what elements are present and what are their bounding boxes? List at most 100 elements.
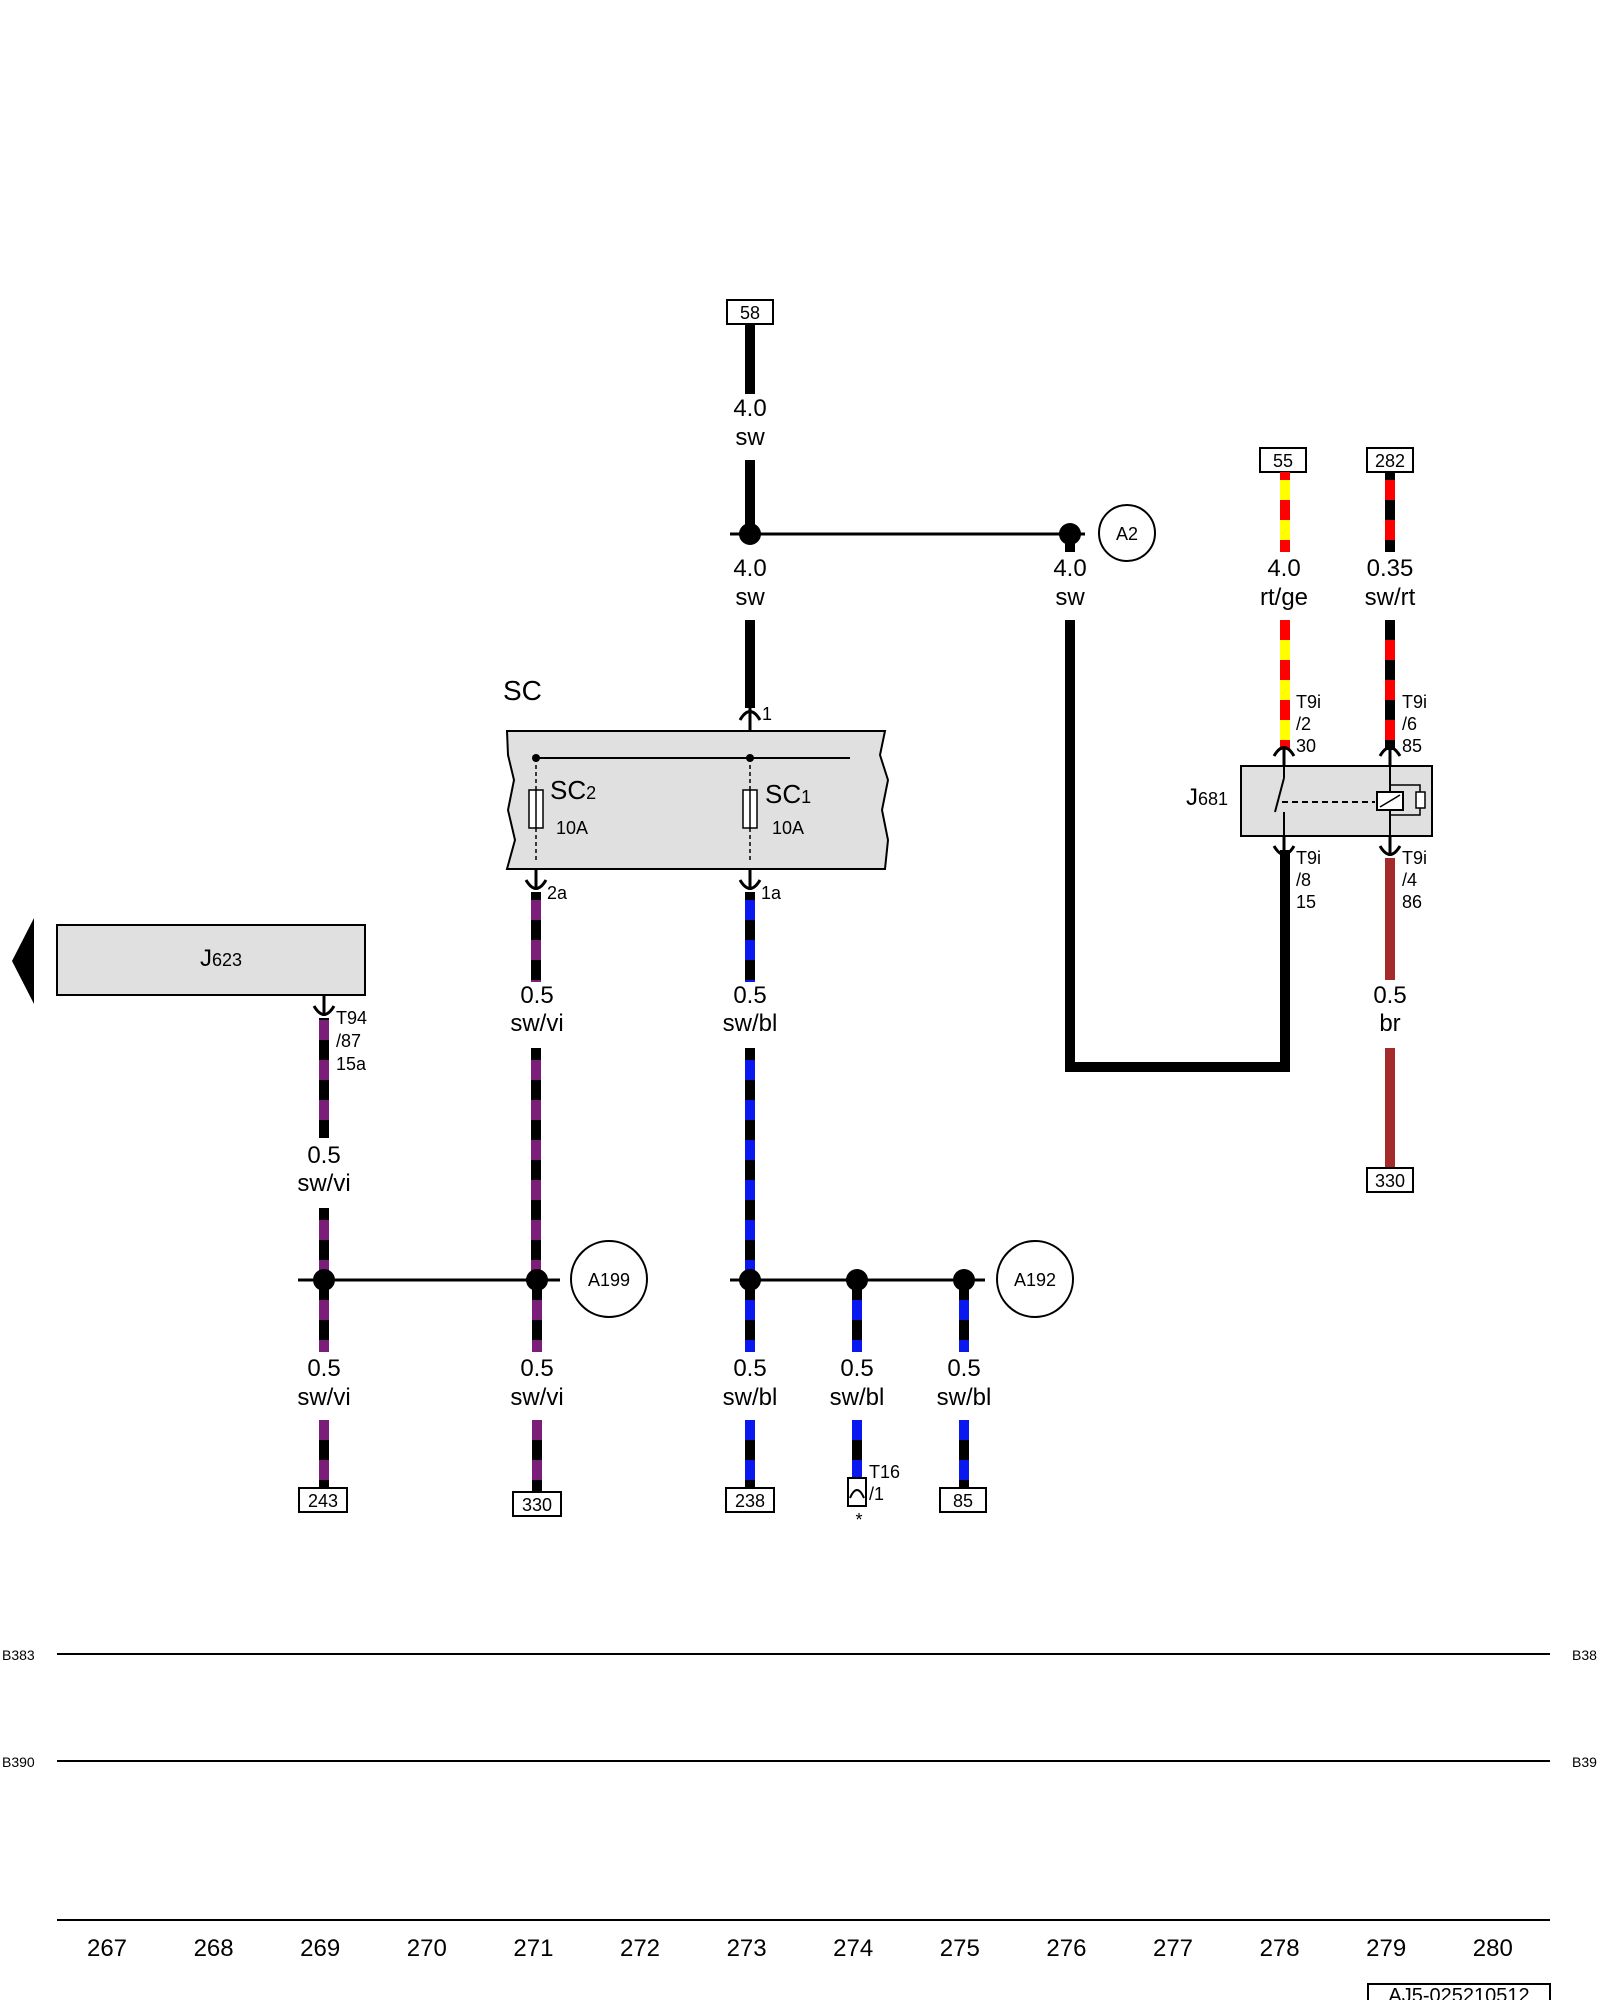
wire-j681-br-color: br: [1379, 1010, 1400, 1037]
branch-273-color: sw/bl: [723, 1384, 778, 1411]
branch-269-upper: [319, 1280, 329, 1352]
branch-274-color: sw/bl: [830, 1384, 885, 1411]
connection-a192: A192: [996, 1240, 1074, 1318]
ruler-column-278: 278: [1260, 1935, 1300, 1962]
branch-273-size: 0.5: [733, 1355, 766, 1382]
ref-box-58: 58: [726, 299, 774, 325]
branch-271-size: 0.5: [520, 1355, 553, 1382]
j681-pin-85: [1378, 746, 1402, 766]
connector-t16-1: [847, 1477, 867, 1507]
ruler-column-274: 274: [833, 1935, 873, 1962]
fuse-sc2-rating: 10A: [556, 818, 588, 838]
svg-text:2a: 2a: [547, 883, 568, 903]
branch-275-lower: [959, 1420, 969, 1490]
j681-pin-15-l1: T9i: [1296, 848, 1321, 868]
connection-a2: A2: [1098, 504, 1156, 562]
wire-j623-size: 0.5: [307, 1142, 340, 1169]
j681-pin-30: [1272, 746, 1296, 766]
j681-pin-15-l2: /8: [1296, 870, 1311, 890]
ref-box-238: 238: [725, 1487, 775, 1513]
sc-pin-2a: 2a: [524, 869, 568, 903]
svg-text:1: 1: [762, 704, 772, 724]
ruler-column-280: 280: [1473, 1935, 1513, 1962]
ref-box-85: 85: [939, 1487, 987, 1513]
bus-b383-right-label: B38: [1572, 1647, 1597, 1663]
wire-58-upper-color: sw: [735, 424, 765, 451]
ref-box-330-left: 330: [512, 1491, 562, 1517]
svg-text:AJ5-025210512: AJ5-025210512: [1388, 1985, 1529, 2000]
svg-text:55: 55: [1273, 451, 1293, 471]
wire-sc2-color: sw/vi: [510, 1010, 563, 1037]
splice-node-a2-left: [739, 523, 761, 545]
t16-label-line1: T16: [869, 1462, 900, 1482]
j623-pin-line2: /87: [336, 1031, 361, 1051]
wire-58-lower: [745, 620, 755, 708]
branch-269-lower: [319, 1420, 329, 1490]
continuation-arrow-icon: [12, 918, 34, 1004]
ref-box-330-right: 330: [1366, 1167, 1414, 1193]
svg-text:238: 238: [735, 1491, 765, 1511]
j681-pin-85-l3: 85: [1402, 736, 1422, 756]
wire-j681-br-upper: [1385, 858, 1395, 980]
wire-sc1-size: 0.5: [733, 982, 766, 1009]
wire-sc1-color: sw/bl: [723, 1010, 778, 1037]
branch-271-lower: [532, 1420, 542, 1492]
j681-name: J681: [1186, 784, 1228, 811]
svg-text:282: 282: [1375, 451, 1405, 471]
branch-271-color: sw/vi: [510, 1384, 563, 1411]
relay-j681: [1240, 765, 1433, 837]
bus-b390-right-label: B39: [1572, 1754, 1597, 1770]
wire-a2-color: sw: [1055, 584, 1085, 611]
branch-273-lower: [745, 1420, 755, 1490]
connection-a199: A199: [570, 1240, 648, 1318]
branch-273-upper: [745, 1280, 755, 1352]
j681-pin-86-l1: T9i: [1402, 848, 1427, 868]
t16-label-line2: /1: [869, 1484, 884, 1504]
wire-55-lower: [1280, 620, 1290, 750]
j681-pin-30-l3: 30: [1296, 736, 1316, 756]
j623-name: J623: [200, 945, 242, 972]
ruler-column-275: 275: [940, 1935, 980, 1962]
wire-282-color: sw/rt: [1365, 584, 1416, 611]
wire-58-mid: [745, 460, 755, 534]
wire-j681-br-lower: [1385, 1048, 1395, 1168]
j681-pin-30-l1: T9i: [1296, 692, 1321, 712]
bus-b390-left-label: B390: [2, 1754, 35, 1770]
ruler-column-279: 279: [1366, 1935, 1406, 1962]
branch-269-color: sw/vi: [297, 1384, 350, 1411]
wire-sc1-lower: [745, 1048, 755, 1280]
wire-58-lower-color: sw: [735, 584, 765, 611]
wire-j623-color: sw/vi: [297, 1170, 350, 1197]
fuse-sc1-name: SC1: [765, 779, 811, 809]
j681-pin-30-l2: /2: [1296, 714, 1311, 734]
ruler-column-273: 273: [727, 1935, 767, 1962]
wire-58-upper: [745, 324, 755, 394]
fuse-holder-sc: [505, 730, 890, 870]
fuse-sc1-rating: 10A: [772, 818, 804, 838]
svg-text:A2: A2: [1116, 524, 1138, 544]
wire-a2-to-j681: [1065, 620, 1290, 1072]
branch-274-size: 0.5: [840, 1355, 873, 1382]
branch-275-upper: [959, 1280, 969, 1352]
branch-274-lower: [852, 1420, 862, 1478]
wire-a2-size: 4.0: [1053, 555, 1086, 582]
wire-sc2-size: 0.5: [520, 982, 553, 1009]
ref-box-282: 282: [1366, 447, 1414, 473]
ruler-column-268: 268: [194, 1935, 234, 1962]
branch-269-size: 0.5: [307, 1355, 340, 1382]
wire-58-upper-size: 4.0: [733, 395, 766, 422]
svg-text:85: 85: [953, 1491, 973, 1511]
branch-275-size: 0.5: [947, 1355, 980, 1382]
svg-text:58: 58: [740, 303, 760, 323]
bus-b383-left-label: B383: [2, 1647, 35, 1663]
wire-a2-stub: [1065, 534, 1075, 552]
svg-text:330: 330: [522, 1495, 552, 1515]
sc-label: SC: [503, 675, 542, 706]
sc-pin-1: 1: [738, 704, 772, 731]
svg-text:A192: A192: [1014, 1270, 1056, 1290]
j623-pin-t94-87: [312, 995, 336, 1016]
svg-text:330: 330: [1375, 1171, 1405, 1191]
ruler-column-267: 267: [87, 1935, 127, 1962]
svg-text:A199: A199: [588, 1270, 630, 1290]
